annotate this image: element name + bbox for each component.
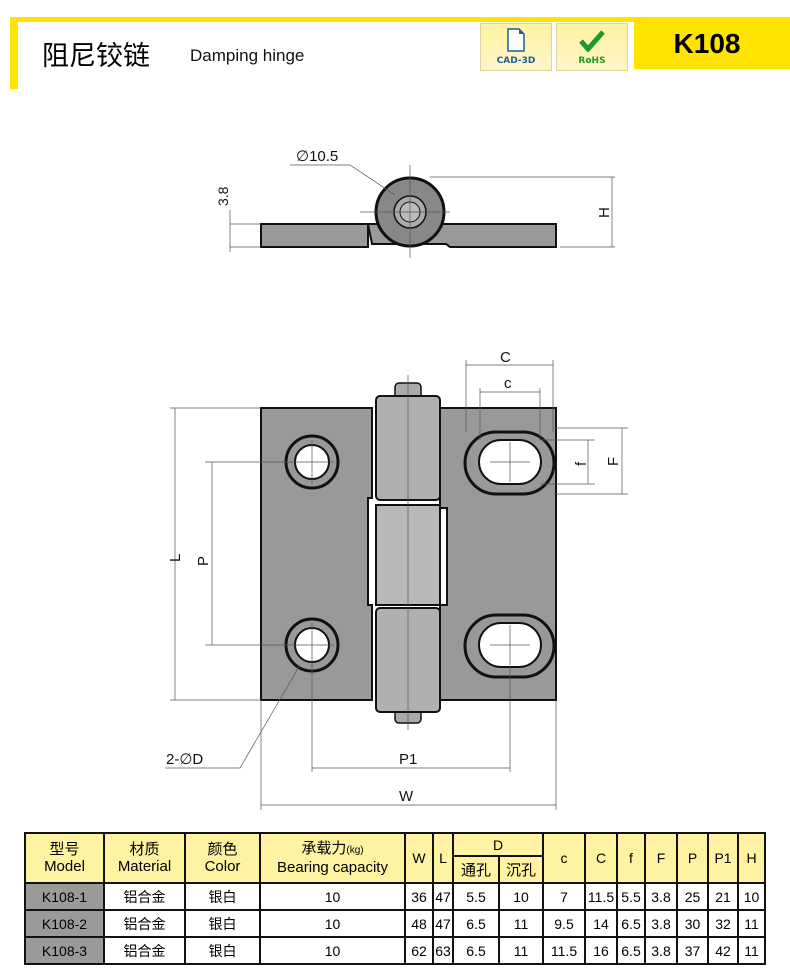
cell-color: 银白	[184, 882, 261, 911]
header-side-bar	[10, 17, 18, 89]
dim-c-small: c	[504, 375, 512, 392]
cell-bearing: 10	[259, 882, 406, 911]
header-bar	[10, 17, 790, 22]
header-D-through: 通孔	[452, 855, 500, 884]
cell-material: 铝合金	[103, 882, 186, 911]
cell-L: 47	[432, 909, 454, 938]
cell-model: K108-3	[24, 936, 105, 965]
cell-W: 62	[404, 936, 434, 965]
header-D: D	[452, 832, 544, 857]
cell-model: K108-1	[24, 882, 105, 911]
dim-P: P	[195, 556, 212, 566]
cell-model: K108-2	[24, 909, 105, 938]
header-C: C	[584, 832, 618, 884]
cad-3d-label: CAD-3D	[496, 56, 536, 66]
cell-material: 铝合金	[103, 909, 186, 938]
product-title-en: Damping hinge	[190, 46, 305, 65]
cell-c: 7	[542, 882, 586, 911]
cell-L: 63	[432, 936, 454, 965]
cell-F: 3.8	[644, 909, 678, 938]
cell-f: 5.5	[616, 882, 646, 911]
cell-D-through: 6.5	[452, 936, 500, 965]
header-L: L	[432, 832, 454, 884]
cell-f: 6.5	[616, 936, 646, 965]
cell-D-counter: 11	[498, 936, 544, 965]
dim-L: L	[167, 554, 184, 562]
product-code: K108	[673, 28, 741, 59]
cell-P: 37	[676, 936, 709, 965]
header-f: f	[616, 832, 646, 884]
cell-D-counter: 10	[498, 882, 544, 911]
cell-F: 3.8	[644, 936, 678, 965]
header-P: P	[676, 832, 709, 884]
cell-P1: 42	[707, 936, 739, 965]
header-P1: P1	[707, 832, 739, 884]
header-c: c	[542, 832, 586, 884]
checkmark-icon	[579, 30, 605, 53]
cell-P: 30	[676, 909, 709, 938]
header-W: W	[404, 832, 434, 884]
cell-C: 14	[584, 909, 618, 938]
height-label: H	[596, 207, 613, 218]
dim-f-small: f	[573, 461, 590, 466]
dim-F: F	[605, 457, 622, 466]
dim-P1: P1	[399, 751, 417, 768]
header-F: F	[644, 832, 678, 884]
cell-D-counter: 11	[498, 909, 544, 938]
cell-material: 铝合金	[103, 936, 186, 965]
product-code-box: K108	[634, 22, 790, 69]
cell-D-through: 6.5	[452, 909, 500, 938]
thickness-label: 3.8	[215, 186, 231, 206]
cell-bearing: 10	[259, 909, 406, 938]
technical-drawing: ∅10.5 3.8 H L	[165, 148, 628, 810]
dim-C: C	[500, 349, 511, 366]
header-bearing: 承载力(kg)Bearing capacity	[259, 832, 406, 884]
rohs-label: RoHS	[578, 56, 606, 66]
cell-c: 9.5	[542, 909, 586, 938]
header-H: H	[737, 832, 766, 884]
cell-bearing: 10	[259, 936, 406, 965]
cell-W: 36	[404, 882, 434, 911]
cell-color: 银白	[184, 909, 261, 938]
cell-color: 银白	[184, 936, 261, 965]
cell-P: 25	[676, 882, 709, 911]
front-view: L P W P1 C c f F 2-∅D	[165, 349, 628, 810]
cell-L: 47	[432, 882, 454, 911]
cell-D-through: 5.5	[452, 882, 500, 911]
cell-P1: 21	[707, 882, 739, 911]
cell-C: 11.5	[584, 882, 618, 911]
dim-hole: 2-∅D	[166, 751, 203, 768]
product-title-cn: 阻尼铰链	[42, 41, 150, 72]
cell-C: 16	[584, 936, 618, 965]
cad-3d-badge[interactable]: CAD-3D	[480, 23, 552, 71]
top-view: ∅10.5 3.8 H	[215, 148, 615, 258]
dim-W: W	[399, 788, 414, 805]
rohs-badge[interactable]: RoHS	[556, 23, 628, 71]
cell-P1: 32	[707, 909, 739, 938]
header-D-counter: 沉孔	[498, 855, 544, 884]
cell-W: 48	[404, 909, 434, 938]
cell-H: 11	[737, 936, 766, 965]
cell-H: 10	[737, 882, 766, 911]
cell-F: 3.8	[644, 882, 678, 911]
diameter-label: ∅10.5	[296, 148, 338, 165]
document-icon	[507, 28, 525, 52]
cell-c: 11.5	[542, 936, 586, 965]
cell-H: 11	[737, 909, 766, 938]
cell-f: 6.5	[616, 909, 646, 938]
